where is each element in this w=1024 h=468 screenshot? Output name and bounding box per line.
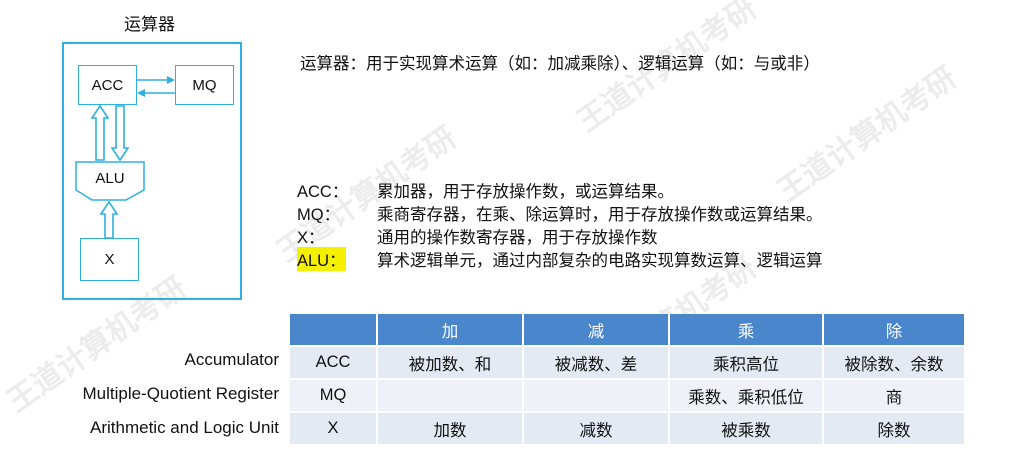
x-register: X: [80, 238, 139, 281]
table-cell: ACC: [290, 345, 378, 379]
table-header-add: 加: [377, 314, 524, 346]
diagram-title: 运算器: [124, 15, 175, 35]
alu-to-acc-arrow: [90, 104, 110, 161]
table-cell: 被加数、和: [377, 345, 524, 379]
table-row: ACC 被加数、和 被减数、差 乘积高位 被除数、余数: [290, 345, 966, 379]
table-cell: MQ: [290, 378, 378, 412]
definition-text: 通用的操作数寄存器，用于存放操作数: [377, 228, 658, 247]
definition-term: ACC：: [297, 183, 349, 201]
table-cell: 乘积高位: [669, 345, 824, 379]
table-cell: X: [290, 411, 378, 444]
table-cell: 被除数、余数: [823, 345, 966, 379]
table-cell: [523, 378, 670, 412]
alu-shape: [75, 161, 145, 201]
definition-text: 乘商寄存器，在乘、除运算时，用于存放操作数或运算结果。: [377, 205, 823, 224]
row-name-accumulator: Accumulator: [184, 350, 279, 369]
acc-to-alu-arrow: [110, 105, 130, 162]
definition-text: 累加器，用于存放操作数，或运算结果。: [377, 182, 674, 201]
table-cell: 商: [823, 378, 966, 412]
table-header-corner: [290, 314, 378, 346]
table-cell: 乘数、乘积低位: [669, 378, 824, 412]
table-cell: 减数: [523, 411, 670, 444]
definition-term: MQ：: [297, 206, 341, 224]
table-header-subtract: 减: [523, 314, 670, 346]
table-row: MQ 乘数、乘积低位 商: [290, 378, 966, 412]
mq-register: MQ: [175, 65, 234, 105]
table-header-divide: 除: [823, 314, 966, 346]
table-cell: 被乘数: [669, 411, 824, 444]
definition-term-highlighted: ALU：: [297, 247, 346, 271]
table-cell: [377, 378, 524, 412]
x-to-alu-arrow: [99, 200, 119, 239]
acc-register: ACC: [78, 65, 137, 105]
definition-text: 算术逻辑单元，通过内部复杂的电路实现算数运算、逻辑运算: [377, 251, 823, 270]
arithmetic-unit-box: [62, 42, 242, 300]
alu-label: ALU: [95, 170, 125, 187]
table-row: X 加数 减数 被乘数 除数: [290, 411, 966, 444]
table-cell: 加数: [377, 411, 524, 444]
register-usage-table: 加 减 乘 除 ACC 被加数、和 被减数、差 乘积高位 被除数、余数 MQ 乘…: [290, 314, 966, 444]
row-name-mq-register: Multiple-Quotient Register: [82, 384, 279, 403]
row-name-alu: Arithmetic and Logic Unit: [90, 418, 279, 437]
table-header-multiply: 乘: [669, 314, 824, 346]
arithmetic-unit-description: 运算器：用于实现算术运算（如：加减乘除）、逻辑运算（如：与或非）: [300, 54, 820, 73]
definition-term: X：: [297, 229, 325, 247]
table-cell: 除数: [823, 411, 966, 444]
table-cell: 被减数、差: [523, 345, 670, 379]
